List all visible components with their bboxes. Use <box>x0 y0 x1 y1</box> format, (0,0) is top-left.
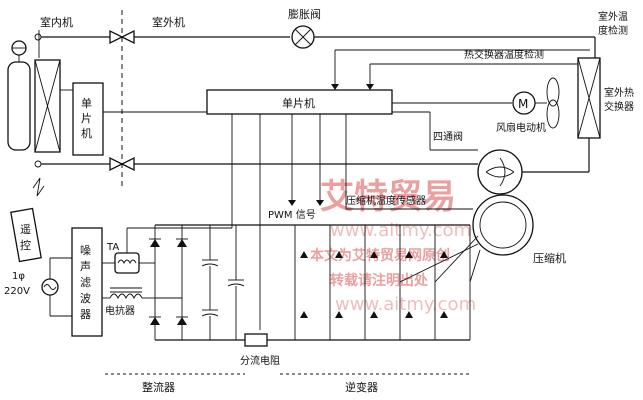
outdoor-temp-label-2: 度检测 <box>598 24 628 37</box>
noise-filter-label-3: 滤 <box>80 276 91 289</box>
outdoor-temp-label-1: 室外温 <box>598 10 628 23</box>
outdoor-unit-label: 室外机 <box>152 15 185 29</box>
expansion-valve-label: 膨胀阀 <box>288 7 321 21</box>
noise-filter-label-5: 器 <box>80 308 91 321</box>
outdoor-hex-label-2: 交换器 <box>604 100 634 113</box>
main-mcu-box: 单片机 <box>206 89 393 115</box>
inverter-bridge <box>270 224 471 341</box>
filter-capacitors <box>201 224 270 340</box>
indoor-fan-icon <box>7 40 31 151</box>
reactor-icon <box>109 287 143 300</box>
four-way-valve-icon <box>477 149 523 195</box>
expansion-valve-icon <box>291 25 315 49</box>
compressor-temp-sensor-label: 压缩机温度传感器 <box>346 194 426 207</box>
watermark-line-1: 本文为艾特贸易网原创 <box>310 247 450 264</box>
fan-motor-icon: M <box>512 77 560 129</box>
single-phase-label: 1φ <box>12 271 25 282</box>
noise-filter-box: 噪 声 滤 波 器 <box>71 227 103 337</box>
rectifier-label: 整流器 <box>142 380 175 394</box>
indoor-mcu-box: 单 片 机 <box>72 82 104 156</box>
indoor-mcu-label-3: 机 <box>81 126 92 140</box>
shunt-resistor-icon <box>244 333 268 347</box>
watermark-url-2: www.aitmy.com <box>335 294 476 315</box>
indoor-mcu-label-2: 片 <box>81 112 92 125</box>
inverter-label: 逆变器 <box>345 380 378 394</box>
shunt-resistor-label: 分流电阻 <box>240 354 280 367</box>
watermark-url-1: www.aitmy.com <box>330 220 471 241</box>
indoor-mcu-label-1: 单 <box>81 97 92 110</box>
compressor-icon <box>472 194 534 256</box>
outdoor-hex-label-1: 室外热 <box>604 86 634 99</box>
ac-source-icon <box>41 278 59 296</box>
voltage-label: 220V <box>4 286 30 297</box>
four-way-valve-label: 四通阀 <box>433 130 463 143</box>
watermark-brand: 艾特贸易 <box>320 177 456 217</box>
compressor-label: 压缩机 <box>533 251 566 265</box>
rectifier-bridge <box>149 224 210 341</box>
indoor-unit-label: 室内机 <box>40 15 73 29</box>
remote-label-1: 遥 <box>20 223 31 236</box>
motor-label: M <box>518 97 528 111</box>
current-transformer-icon <box>114 252 140 274</box>
heat-exchanger-temp-label: 热交换器温度检测 <box>464 48 544 61</box>
noise-filter-label-2: 声 <box>80 259 91 273</box>
indoor-heat-exchanger <box>34 59 61 153</box>
reactor-label: 电抗器 <box>105 304 135 317</box>
main-mcu-label: 单片机 <box>282 96 315 110</box>
noise-filter-label-1: 噪 <box>80 244 91 257</box>
outdoor-heat-exchanger <box>577 57 601 139</box>
remote-control-icon: 遥 控 <box>10 207 42 263</box>
ta-label: TA <box>106 242 119 253</box>
pwm-signal-label: PWM 信号 <box>268 209 316 221</box>
watermark-line-2: 转载请注明出处 <box>330 272 429 289</box>
fan-motor-label: 风扇电动机 <box>496 121 546 134</box>
remote-label-2: 控 <box>20 238 31 252</box>
noise-filter-label-4: 波 <box>80 292 91 305</box>
